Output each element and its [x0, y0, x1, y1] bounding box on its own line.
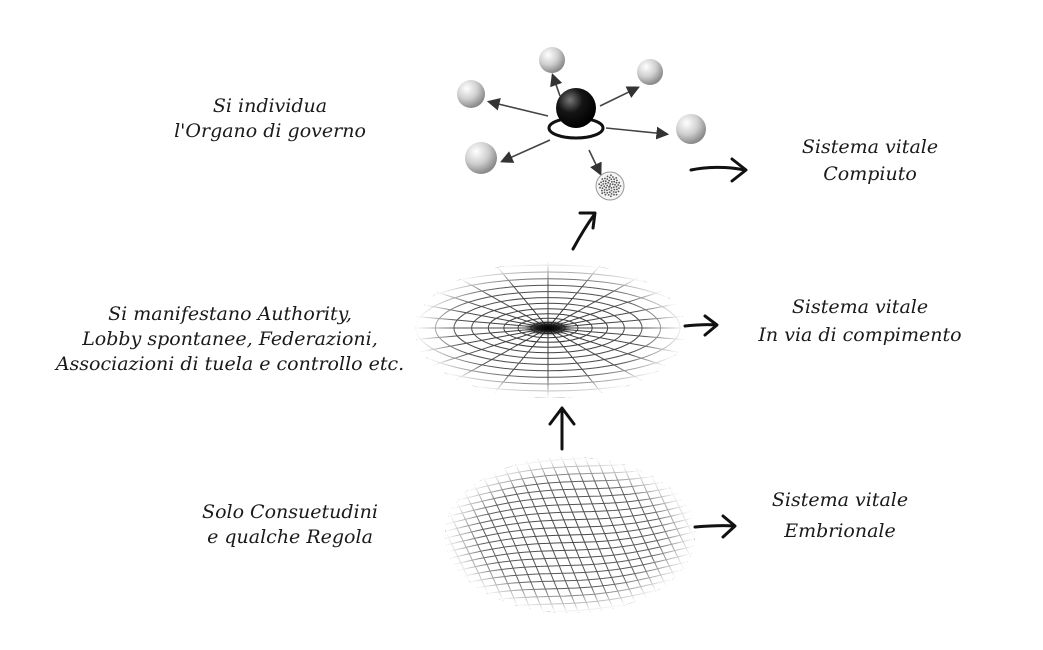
pattern-dot	[604, 177, 606, 180]
label-consuetudini: Solo Consuetudini e qualche Regola	[160, 500, 420, 550]
flat-grid-mesh	[445, 457, 695, 613]
pattern-dot	[607, 181, 610, 184]
pattern-dot	[616, 188, 618, 191]
label-organo-di-governo: Si individua l'Organo di governo	[140, 94, 400, 144]
pattern-dot	[598, 183, 601, 186]
pattern-dot	[599, 186, 601, 189]
label-sistema-compiuto: Sistema vitale Compiuto	[760, 134, 980, 188]
pattern-dot	[617, 190, 620, 193]
label-sistema-in-via: Sistema vitale In via di compimento	[710, 293, 1010, 349]
label-line: Embrionale	[784, 520, 896, 542]
label-line: l'Organo di governo	[174, 120, 366, 142]
pattern-dot	[608, 176, 611, 179]
pattern-dot	[605, 186, 607, 189]
label-line: Sistema vitale	[771, 489, 909, 511]
label-line: In via di compimento	[758, 324, 962, 346]
pattern-dot	[603, 189, 606, 191]
pattern-dot	[602, 183, 605, 185]
up-arrow-bottom	[548, 406, 576, 451]
pattern-dot	[615, 185, 618, 188]
pattern-dot	[608, 186, 610, 188]
pattern-dot	[604, 180, 607, 183]
label-line: Solo Consuetudini	[202, 501, 378, 523]
pattern-dot	[610, 187, 613, 189]
pattern-dot	[610, 178, 613, 181]
arrow-to-compiuto	[689, 157, 748, 183]
pattern-dot	[609, 183, 612, 185]
pattern-dot	[619, 185, 622, 187]
pattern-dot	[612, 191, 615, 193]
pattern-dot	[602, 180, 605, 183]
pattern-dot	[608, 191, 611, 194]
pattern-dot	[608, 179, 611, 182]
pattern-dot	[610, 189, 613, 192]
pattern-dot	[610, 193, 613, 195]
grid-line	[459, 603, 695, 613]
pattern-dot	[608, 188, 610, 191]
pattern-dot	[613, 193, 615, 196]
pattern-dot	[615, 193, 618, 196]
arrow-to-in-via	[683, 314, 719, 337]
pattern-dot	[615, 177, 618, 179]
pattern-dot	[613, 180, 616, 183]
pattern-dot	[606, 189, 608, 192]
arrow-to-embrionale	[693, 514, 737, 539]
pattern-dot	[606, 192, 609, 194]
pattern-dot	[601, 189, 603, 192]
pattern-dot	[614, 183, 616, 186]
label-line: Sistema vitale	[801, 136, 939, 158]
pattern-dot	[606, 178, 609, 180]
pattern-dot	[611, 181, 613, 183]
pattern-dot	[606, 184, 609, 187]
pattern-dot	[607, 194, 610, 196]
pattern-dot	[616, 179, 618, 182]
grid-line	[445, 457, 681, 467]
core-with-satellites	[457, 47, 706, 201]
pattern-dot	[618, 187, 620, 190]
label-line: Si manifestano Authority,	[108, 303, 352, 325]
label-line: Sistema vitale	[791, 296, 929, 318]
pattern-dot	[600, 184, 603, 187]
patterned-sphere	[595, 171, 625, 201]
pattern-dot	[613, 188, 616, 191]
pattern-dot	[610, 195, 612, 198]
pattern-dot	[610, 174, 612, 177]
pattern-dot	[615, 191, 617, 194]
pattern-dot	[612, 176, 614, 178]
pattern-dot	[617, 184, 620, 186]
pattern-dot	[603, 191, 606, 194]
up-arrow-top	[571, 211, 597, 251]
pattern-dot	[612, 186, 615, 189]
pattern-dot	[601, 192, 604, 195]
pattern-dot	[613, 178, 615, 181]
label-line: Si individua	[212, 95, 328, 117]
label-line: e qualche Regola	[207, 526, 373, 548]
label-authority-lobby: Si manifestano Authority, Lobby spontane…	[20, 302, 440, 377]
pattern-dot	[615, 181, 618, 184]
label-line: Lobby spontanee, Federazioni,	[82, 328, 378, 350]
label-sistema-embrionale: Sistema vitale Embrionale	[740, 485, 940, 547]
label-line: Associazioni di tuela e controllo etc.	[55, 353, 405, 375]
pattern-dot	[601, 187, 604, 190]
pattern-dot	[601, 178, 604, 180]
label-line: Compiuto	[823, 163, 917, 185]
pattern-dot	[600, 181, 602, 184]
pattern-dot	[604, 193, 607, 196]
grid-line	[445, 465, 461, 613]
pattern-dot	[611, 183, 614, 186]
pattern-dot	[618, 181, 621, 184]
pattern-dot	[603, 185, 606, 188]
pattern-dot	[604, 182, 607, 185]
pattern-dot	[606, 175, 609, 178]
